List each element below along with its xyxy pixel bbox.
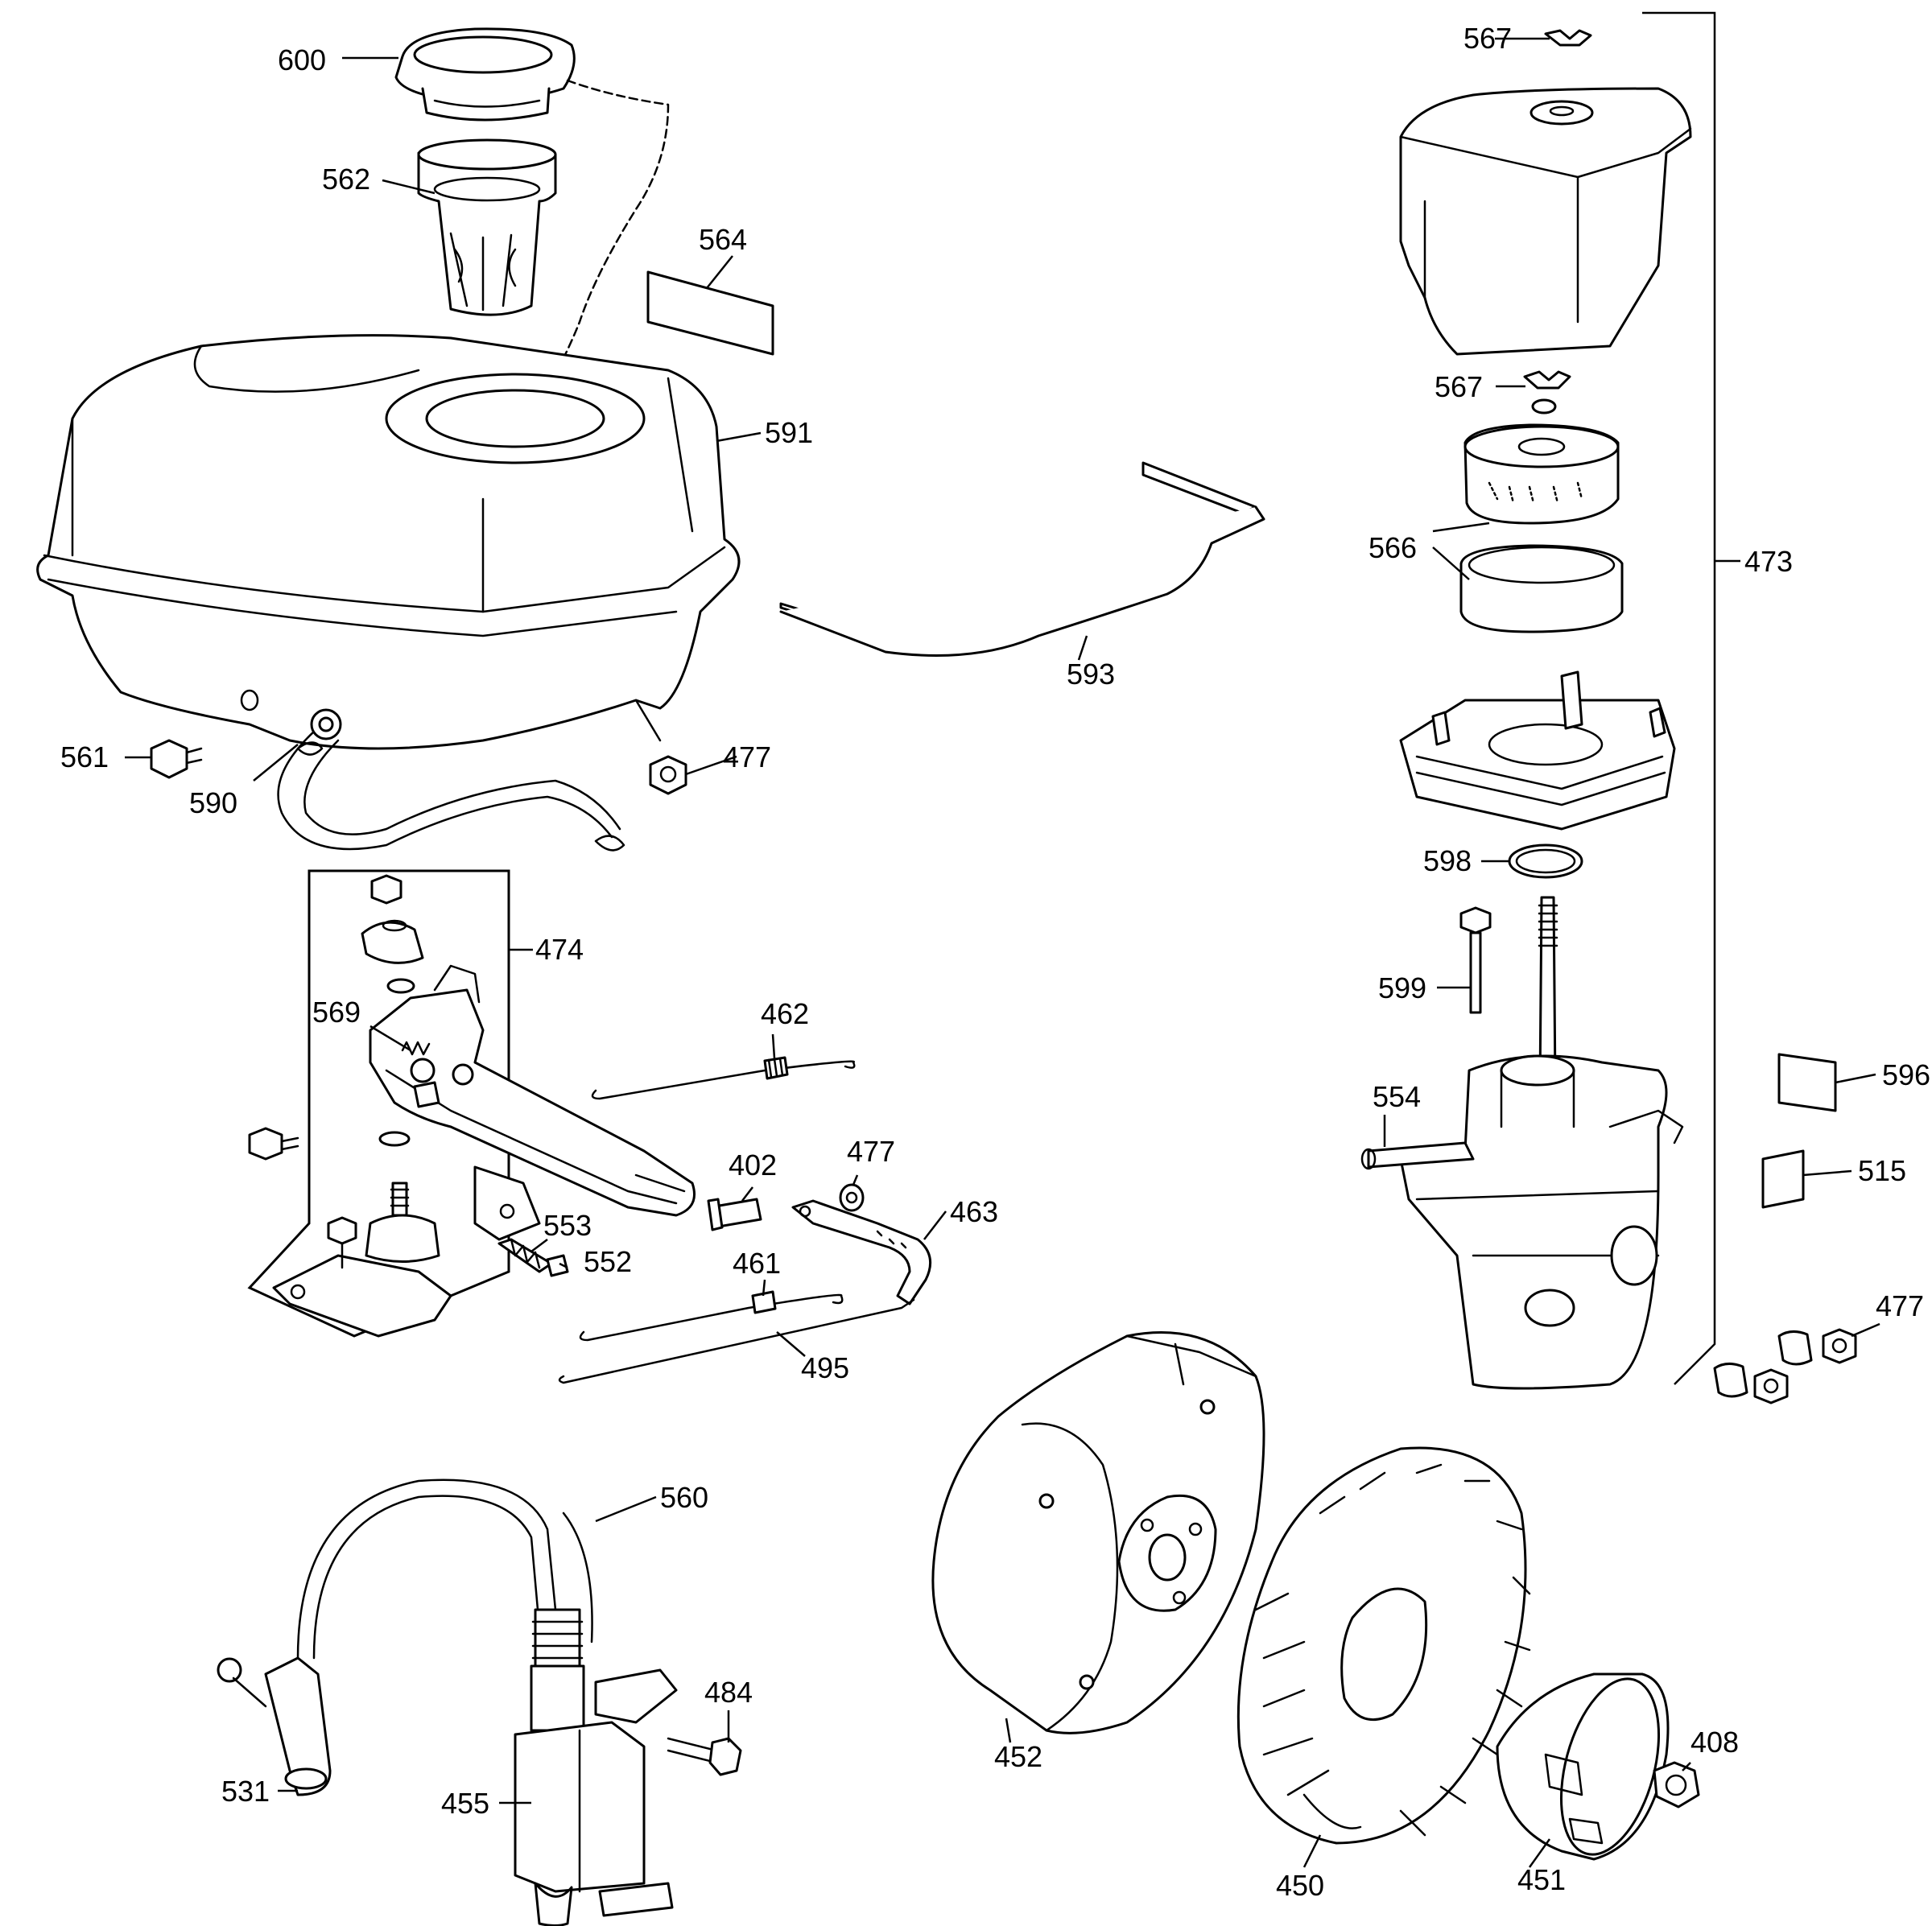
label-477-top: 477 <box>723 740 771 773</box>
cooling-fan-450 <box>1236 1446 1531 1845</box>
collar-477-mid <box>839 1183 865 1212</box>
label-477-mid: 477 <box>847 1135 895 1168</box>
air-cleaner-elbow <box>1360 1054 1684 1390</box>
control-lever-463 <box>791 1199 932 1305</box>
governor-lever-assembly <box>272 874 696 1338</box>
label-495: 495 <box>801 1351 849 1384</box>
label-455: 455 <box>441 1787 489 1820</box>
fuel-strainer <box>417 138 557 316</box>
label-567-lower: 567 <box>1435 370 1483 403</box>
label-590: 590 <box>189 786 237 819</box>
label-408: 408 <box>1690 1726 1739 1759</box>
spark-plug-wire <box>296 1479 593 1660</box>
label-561: 561 <box>60 740 109 773</box>
label-598: 598 <box>1423 844 1472 877</box>
decal-564 <box>646 270 774 356</box>
label-474: 474 <box>535 933 584 966</box>
label-591: 591 <box>765 416 813 449</box>
label-515: 515 <box>1858 1154 1906 1187</box>
fuel-line <box>277 708 625 852</box>
label-451: 451 <box>1517 1863 1566 1896</box>
label-600: 600 <box>278 43 326 76</box>
fuel-cap <box>394 27 576 122</box>
bolt-484 <box>667 1737 742 1776</box>
air-filter-element <box>1459 423 1624 633</box>
o-ring-598 <box>1508 843 1583 879</box>
tank-gasket <box>779 461 1265 657</box>
label-596: 596 <box>1882 1058 1930 1091</box>
label-564: 564 <box>699 223 747 256</box>
spark-plug-cap <box>217 1656 332 1796</box>
spring-462 <box>591 1056 856 1100</box>
label-531: 531 <box>221 1775 270 1808</box>
wing-nut-567-top <box>1544 29 1592 47</box>
label-569: 569 <box>312 996 361 1029</box>
flywheel-nut-408 <box>1653 1761 1700 1808</box>
nut-477-top <box>649 755 687 795</box>
label-484: 484 <box>704 1676 753 1709</box>
control-rod-495 <box>558 1298 915 1384</box>
label-599: 599 <box>1378 971 1426 1004</box>
label-566: 566 <box>1368 531 1417 564</box>
bolt-599 <box>1459 906 1492 1014</box>
decal-515 <box>1761 1149 1805 1209</box>
label-560: 560 <box>660 1481 708 1514</box>
label-461: 461 <box>733 1247 781 1280</box>
air-cleaner-cover <box>1399 87 1692 356</box>
label-567-top: 567 <box>1463 22 1512 55</box>
label-402: 402 <box>729 1149 777 1182</box>
flywheel-452 <box>931 1331 1265 1734</box>
air-cleaner-base <box>1399 670 1676 831</box>
label-473: 473 <box>1744 545 1793 578</box>
bolt-outside-governor <box>248 1127 299 1161</box>
leader-lines <box>125 37 1880 1868</box>
label-450: 450 <box>1276 1869 1324 1902</box>
fuel-cap-chain <box>538 79 670 404</box>
label-463: 463 <box>950 1195 998 1228</box>
label-593: 593 <box>1067 658 1115 691</box>
air-cleaner-bracket-line <box>1642 11 1716 1385</box>
label-462: 462 <box>761 997 809 1030</box>
bolt-561 <box>150 739 203 779</box>
starter-cup-451 <box>1496 1672 1670 1861</box>
label-552: 552 <box>584 1245 632 1278</box>
label-554: 554 <box>1373 1080 1421 1113</box>
wing-nut-567-lower <box>1523 370 1571 414</box>
collars-nuts-477-right <box>1713 1328 1857 1404</box>
ignition-coil <box>514 1608 678 1926</box>
label-477-right: 477 <box>1876 1289 1924 1322</box>
label-452: 452 <box>994 1740 1042 1773</box>
label-562: 562 <box>322 163 370 196</box>
decal-596 <box>1777 1053 1837 1112</box>
fuel-tank <box>36 334 741 750</box>
label-553: 553 <box>543 1209 592 1242</box>
part-labels: 600 562 564 591 593 561 590 477 474 569 … <box>60 22 1930 1902</box>
pin-402 <box>707 1198 762 1231</box>
spring-461 <box>579 1290 844 1342</box>
